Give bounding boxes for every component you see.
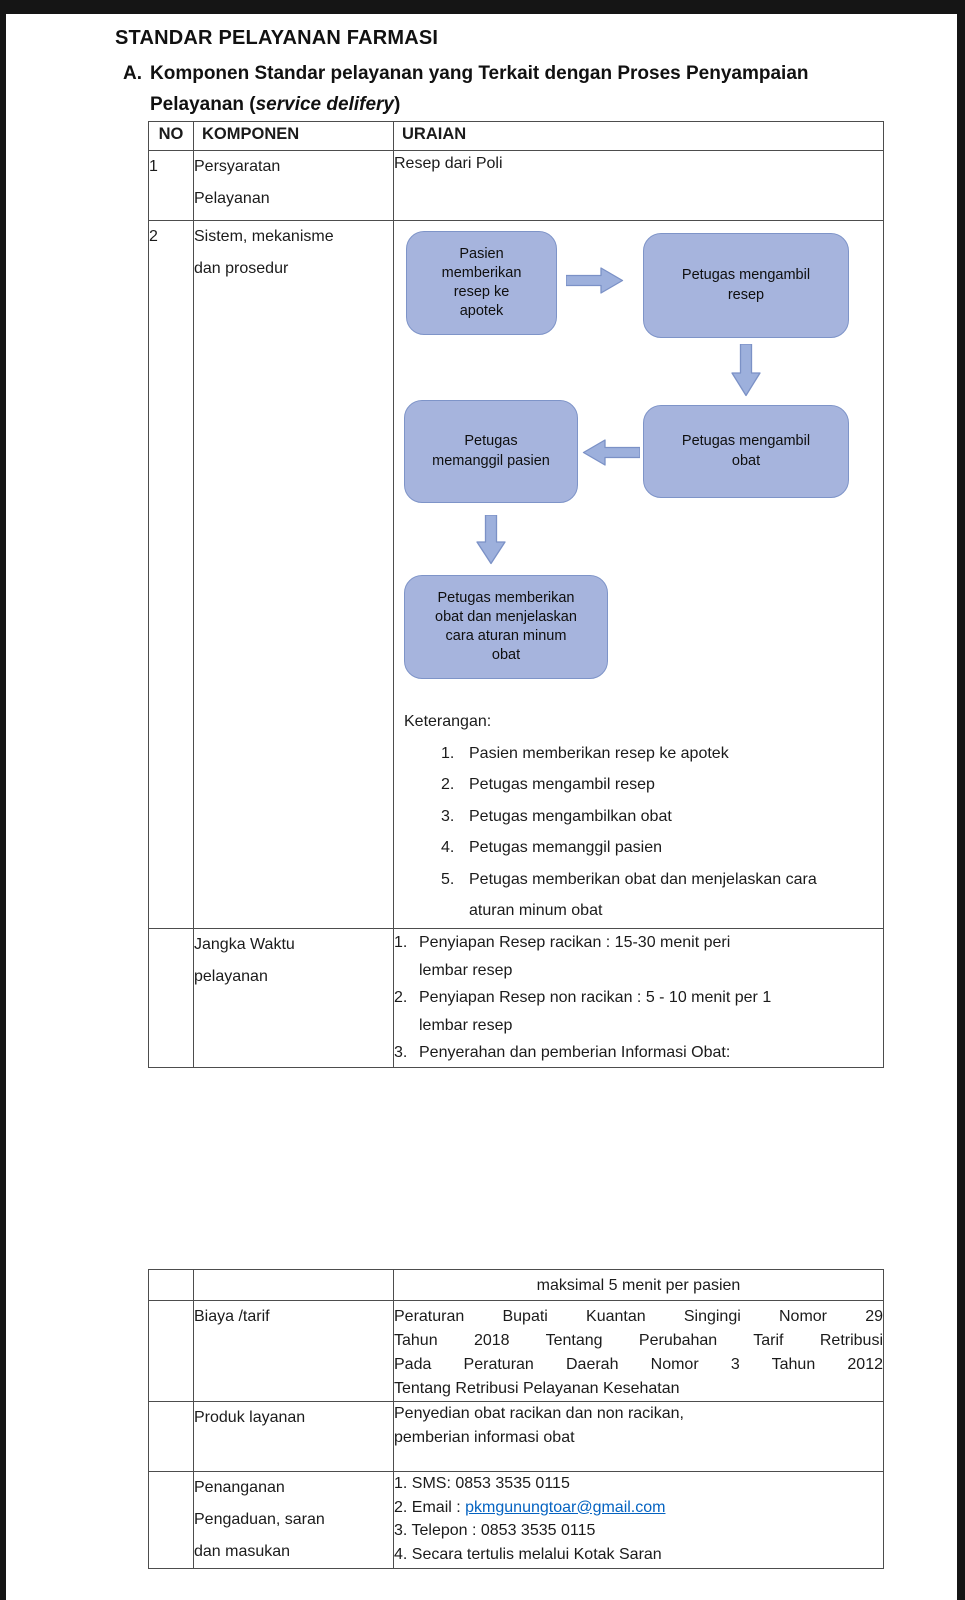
section-line2-prefix: Pelayanan ( (150, 94, 256, 115)
arrow-down-icon (476, 515, 506, 565)
jangka-item: 1. Penyiapan Resep racikan : 15-30 menit… (394, 934, 731, 979)
uraian-text: maksimal 5 menit per pasien (536, 1277, 741, 1294)
table-row-continuation: maksimal 5 menit per pasien (148, 1269, 884, 1301)
col-header-komponen: KOMPONEN (193, 121, 394, 151)
jangka-waktu-cell: 1. Penyiapan Resep racikan : 15-30 menit… (393, 928, 884, 1068)
komponen-text-line: Jangka Waktu (194, 936, 295, 953)
table-row-persyaratan: 1 Persyaratan Pelayanan Resep dari Poli (148, 150, 884, 221)
arrow-left-icon (582, 439, 640, 466)
keterangan-item: 5. Petugas memberikan obat dan menjelask… (441, 870, 817, 920)
komponen-cell: Penanganan Pengaduan, saran dan masukan (193, 1471, 394, 1569)
contact-item-telepon: 3. Telepon : 0853 3535 0115 (394, 1522, 596, 1539)
row-number: 2 (148, 220, 194, 929)
flow-box-text: Petugas memberikan obat dan menjelaskan … (435, 589, 577, 664)
flow-box-petugas-mengambil-obat: Petugas mengambil obat (643, 405, 849, 498)
empty-cell (148, 1269, 194, 1301)
contact-item-sms: 1. SMS: 0853 3535 0115 (394, 1475, 570, 1492)
empty-cell (193, 1269, 394, 1301)
section-heading-line1: Komponen Standar pelayanan yang Terkait … (150, 63, 809, 84)
flow-box-text: Petugas mengambil obat (681, 433, 811, 469)
flow-box-petugas-mengambil-resep: Petugas mengambil resep (643, 233, 849, 338)
uraian-cell: Resep dari Poli (393, 150, 884, 221)
flow-box-petugas-memanggil-pasien: Petugas memanggil pasien (404, 400, 578, 503)
table-row-jangka-waktu: Jangka Waktu pelayanan 1. Penyiapan Rese… (148, 928, 884, 1068)
keterangan-title: Keterangan: (404, 713, 492, 730)
flow-box-pasien-memberikan-resep: Pasien memberikan resep ke apotek (406, 231, 557, 335)
keterangan-item: 2. Petugas mengambil resep (441, 776, 655, 793)
komponen-text-line: pelayanan (194, 968, 268, 985)
keterangan-item: 4. Petugas memanggil pasien (441, 839, 663, 856)
col-header-uraian: URAIAN (393, 121, 884, 151)
komponen-text-line: Pengaduan, saran (194, 1511, 325, 1528)
col-header-no: NO (148, 121, 194, 151)
komponen-cell: Biaya /tarif (193, 1300, 394, 1402)
komponen-text-line: Sistem, mekanisme (194, 228, 334, 245)
arrow-down-icon (731, 344, 761, 397)
section-heading: A. Komponen Standar pelayanan yang Terka… (123, 58, 809, 120)
empty-cell (148, 1300, 194, 1402)
table-row-produk-layanan: Produk layanan Penyedian obat racikan da… (148, 1401, 884, 1472)
section-heading-lines: Komponen Standar pelayanan yang Terkait … (150, 58, 809, 120)
komponen-cell: Jangka Waktu pelayanan (193, 928, 394, 1068)
section-line2-suffix: ) (393, 94, 401, 115)
contact-item-kotak-saran: 4. Secara tertulis melalui Kotak Saran (394, 1545, 662, 1563)
arrow-right-icon (566, 267, 624, 294)
flow-box-petugas-memberikan-obat: Petugas memberikan obat dan menjelaskan … (404, 575, 608, 679)
komponen-text-line: Pelayanan (194, 190, 270, 207)
keterangan-section: Keterangan: 1. Pasien memberikan resep k… (404, 706, 876, 927)
uraian-text-line: pemberian informasi obat (394, 1429, 575, 1446)
flow-box-text: Petugas mengambil resep (681, 267, 811, 303)
flow-box-text: Petugas memanggil pasien (432, 433, 550, 469)
service-standard-table-page2: maksimal 5 menit per pasien Biaya /tarif… (148, 1269, 884, 1569)
table-row-penanganan-pengaduan: Penanganan Pengaduan, saran dan masukan … (148, 1471, 884, 1569)
uraian-text-line: Peraturan Bupati Kuantan Singingi Nomor … (394, 1308, 883, 1325)
komponen-text-line: Penanganan (194, 1479, 285, 1496)
empty-cell (148, 1471, 194, 1569)
frame-right-bar (957, 0, 965, 1600)
jangka-item: 3. Penyerahan dan pemberian Informasi Ob… (394, 1044, 731, 1061)
uraian-cell: Penyedian obat racikan dan non racikan, … (393, 1401, 884, 1472)
uraian-text-line: Pada Peraturan Daerah Nomor 3 Tahun 2012 (394, 1356, 883, 1373)
section-line2-italic: service delifery (255, 94, 394, 115)
komponen-text-line: Persyaratan (194, 158, 281, 175)
empty-cell (148, 1401, 194, 1472)
frame-left-bar (0, 0, 6, 1600)
row-number: 1 (148, 150, 194, 221)
section-label: A. (123, 63, 142, 84)
email-link[interactable]: pkmgunungtoar@gmail.com (465, 1498, 666, 1516)
keterangan-item: 1. Pasien memberikan resep ke apotek (441, 744, 729, 762)
uraian-text-line: Penyedian obat racikan dan non racikan, (394, 1405, 684, 1422)
flowchart-cell: Pasien memberikan resep ke apotek Petuga… (393, 220, 884, 929)
komponen-text-line: dan masukan (194, 1543, 291, 1560)
komponen-text: Biaya /tarif (194, 1308, 270, 1325)
komponen-text: Produk layanan (194, 1409, 306, 1426)
document-title: STANDAR PELAYANAN FARMASI (115, 27, 439, 49)
uraian-cell: maksimal 5 menit per pasien (393, 1269, 884, 1301)
uraian-text: Resep dari Poli (394, 155, 503, 172)
contact-item-email: 2. Email : pkmgunungtoar@gmail.com (394, 1498, 666, 1516)
page-separator-bar (0, 0, 965, 14)
jangka-item: 2. Penyiapan Resep non racikan : 5 - 10 … (394, 989, 772, 1034)
row-number (148, 928, 194, 1068)
komponen-text-line: dan prosedur (194, 260, 289, 277)
komponen-cell: Persyaratan Pelayanan (193, 150, 394, 221)
uraian-text-line: Tentang Retribusi Pelayanan Kesehatan (394, 1380, 680, 1397)
table-header-row: NO KOMPONEN URAIAN (148, 121, 884, 151)
uraian-cell: Peraturan Bupati Kuantan Singingi Nomor … (393, 1300, 884, 1402)
service-standard-table-page1: NO KOMPONEN URAIAN 1 Persyaratan Pelayan… (148, 121, 884, 1068)
uraian-text-line: Tahun 2018 Tentang Perubahan Tarif Retri… (394, 1332, 883, 1349)
table-row-prosedur: 2 Sistem, mekanisme dan prosedur Pasien … (148, 220, 884, 929)
table-row-biaya-tarif: Biaya /tarif Peraturan Bupati Kuantan Si… (148, 1300, 884, 1402)
keterangan-item: 3. Petugas mengambilkan obat (441, 807, 672, 825)
komponen-cell: Sistem, mekanisme dan prosedur (193, 220, 394, 929)
komponen-cell: Produk layanan (193, 1401, 394, 1472)
uraian-cell: 1. SMS: 0853 3535 0115 2. Email : pkmgun… (393, 1471, 884, 1569)
section-heading-line2: Pelayanan (service delifery) (150, 89, 809, 120)
flow-box-text: Pasien memberikan resep ke apotek (441, 245, 522, 320)
